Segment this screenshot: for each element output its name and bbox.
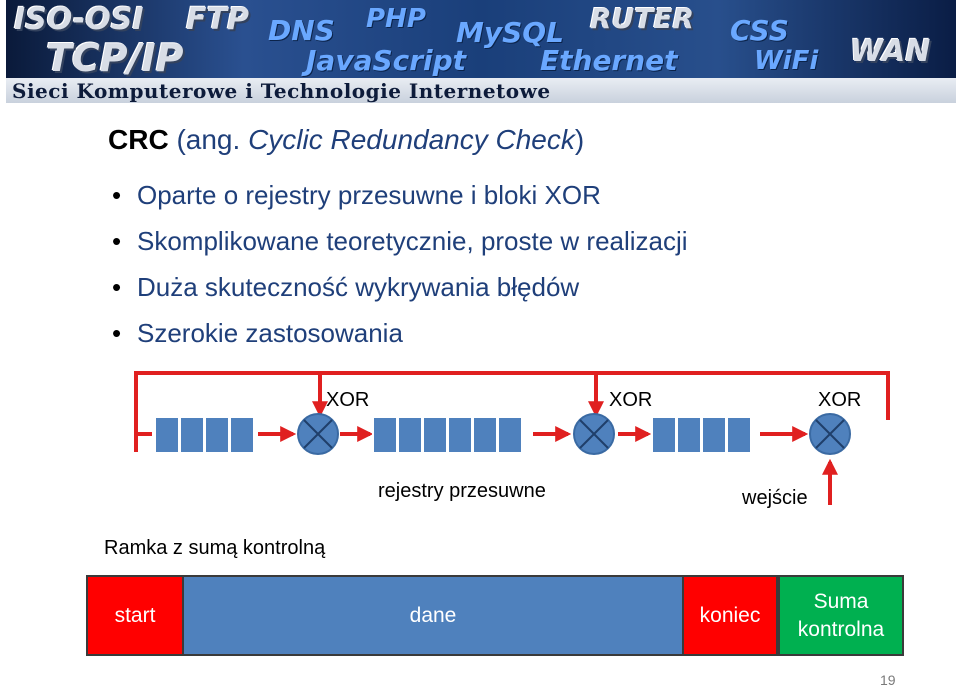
xor-label: XOR xyxy=(609,389,653,411)
feedback-line xyxy=(134,371,890,452)
list-item: Duża skuteczność wykrywania błędów xyxy=(112,264,688,310)
register-cell xyxy=(397,416,423,454)
xor-label: XOR xyxy=(326,389,370,411)
banner-word: TCP/IP xyxy=(46,36,184,80)
register-cell xyxy=(372,416,398,454)
register-cell xyxy=(154,416,180,454)
title-paren-open: (ang. xyxy=(168,124,249,155)
banner-subtitle-strip: Sieci Komputerowe i Technologie Internet… xyxy=(6,78,956,103)
title-expansion: Cyclic Redundancy Check xyxy=(248,124,575,155)
frame-data-segment: dane xyxy=(184,575,682,656)
register-group xyxy=(372,416,523,454)
title-acronym: CRC xyxy=(108,124,169,155)
banner-word: MySQL xyxy=(456,16,564,49)
list-item: Szerokie zastosowania xyxy=(112,310,688,356)
register-cell xyxy=(179,416,205,454)
xor-gate-icon xyxy=(573,413,615,455)
register-cell xyxy=(422,416,448,454)
frame-label: Ramka z sumą kontrolną xyxy=(104,537,326,559)
banner-word: DNS xyxy=(268,14,335,47)
register-group xyxy=(651,416,752,454)
register-cell xyxy=(651,416,677,454)
xor-gate-icon xyxy=(297,413,339,455)
xor-gate-icon xyxy=(809,413,851,455)
register-cell xyxy=(229,416,255,454)
header-banner: ISO-OSI FTP DNS PHP MySQL RUTER CSS TCP/… xyxy=(6,0,956,103)
banner-word: FTP xyxy=(186,2,249,37)
feedback-line xyxy=(134,432,152,452)
title-paren-close: ) xyxy=(574,124,585,155)
register-cell xyxy=(204,416,230,454)
register-cell xyxy=(497,416,523,454)
banner-subtitle: Sieci Komputerowe i Technologie Internet… xyxy=(12,79,551,103)
page-title: CRC (ang. Cyclic Redundancy Check) xyxy=(108,124,584,156)
banner-word: ISO-OSI xyxy=(14,2,144,37)
register-cell xyxy=(726,416,752,454)
frame-end-segment: koniec xyxy=(682,575,778,656)
frame-checksum-segment: Suma kontrolna xyxy=(778,575,904,656)
register-cell xyxy=(701,416,727,454)
banner-word: WAN xyxy=(850,34,931,69)
banner-word: WiFi xyxy=(754,46,819,76)
input-label: wejście xyxy=(742,487,808,509)
banner-word: RUTER xyxy=(590,2,695,35)
page-number: 19 xyxy=(880,672,896,688)
register-cell xyxy=(447,416,473,454)
banner-word: JavaScript xyxy=(306,44,467,77)
register-cell xyxy=(676,416,702,454)
list-item: Skomplikowane teoretycznie, proste w rea… xyxy=(112,218,688,264)
banner-word: PHP xyxy=(366,4,426,34)
banner-word: Ethernet xyxy=(540,44,678,77)
register-cell xyxy=(472,416,498,454)
xor-label: XOR xyxy=(818,389,862,411)
register-group xyxy=(154,416,255,454)
banner-word: CSS xyxy=(730,14,789,47)
registers-label: rejestry przesuwne xyxy=(378,480,546,502)
list-item: Oparte o rejestry przesuwne i bloki XOR xyxy=(112,172,688,218)
bullet-list: Oparte o rejestry przesuwne i bloki XOR … xyxy=(112,172,688,356)
frame-start-segment: start xyxy=(86,575,184,656)
